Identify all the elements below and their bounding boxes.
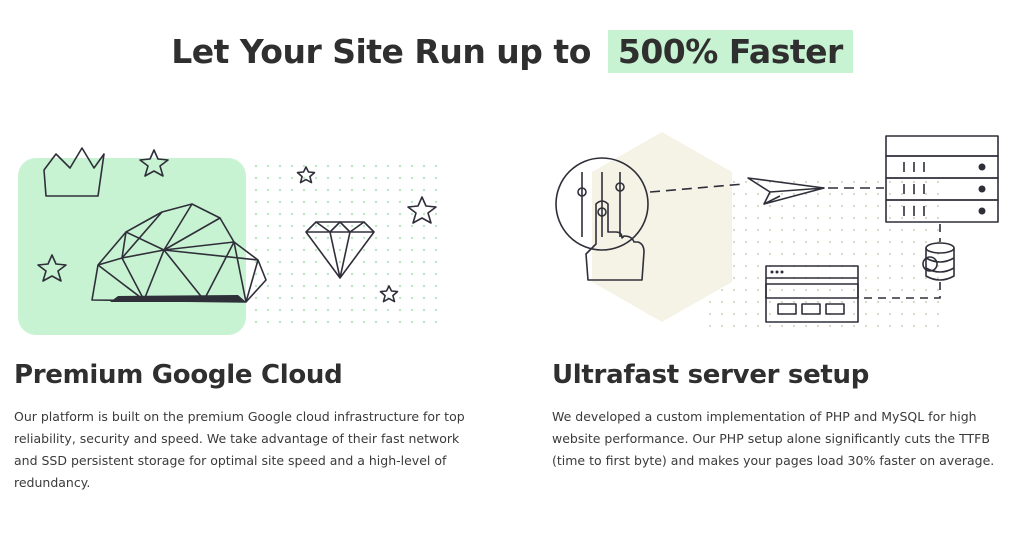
headline-highlight: 500% Faster xyxy=(607,30,853,73)
server-rack-icon xyxy=(885,135,999,223)
page-headline: Let Your Site Run up to 500% Faster xyxy=(0,30,1024,73)
server-setup-illustration xyxy=(555,132,999,327)
star-icon xyxy=(296,166,316,184)
headline-prefix: Let Your Site Run up to xyxy=(171,32,591,71)
star-icon xyxy=(379,285,399,303)
cloud-icon xyxy=(91,203,267,303)
star-icon xyxy=(139,149,169,177)
star-icon xyxy=(407,196,437,224)
hexagon-shape xyxy=(592,132,732,322)
feature-title-google-cloud: Premium Google Cloud xyxy=(14,360,343,390)
star-icon xyxy=(37,254,67,282)
google-cloud-illustration xyxy=(18,147,446,335)
hand-sliders-icon xyxy=(555,157,649,281)
feature-title-server-setup: Ultrafast server setup xyxy=(552,360,870,390)
connection-line xyxy=(862,224,941,299)
feature-text-server-setup: We developed a custom implementation of … xyxy=(552,409,995,468)
dot-pattern xyxy=(702,172,942,327)
database-icon xyxy=(922,242,955,281)
dot-pattern xyxy=(246,160,446,330)
feature-text-google-cloud: Our platform is built on the premium Goo… xyxy=(14,409,465,490)
paper-plane-icon xyxy=(747,177,825,205)
crown-icon xyxy=(43,147,105,197)
diamond-icon xyxy=(305,221,375,279)
browser-window-icon xyxy=(765,265,859,323)
